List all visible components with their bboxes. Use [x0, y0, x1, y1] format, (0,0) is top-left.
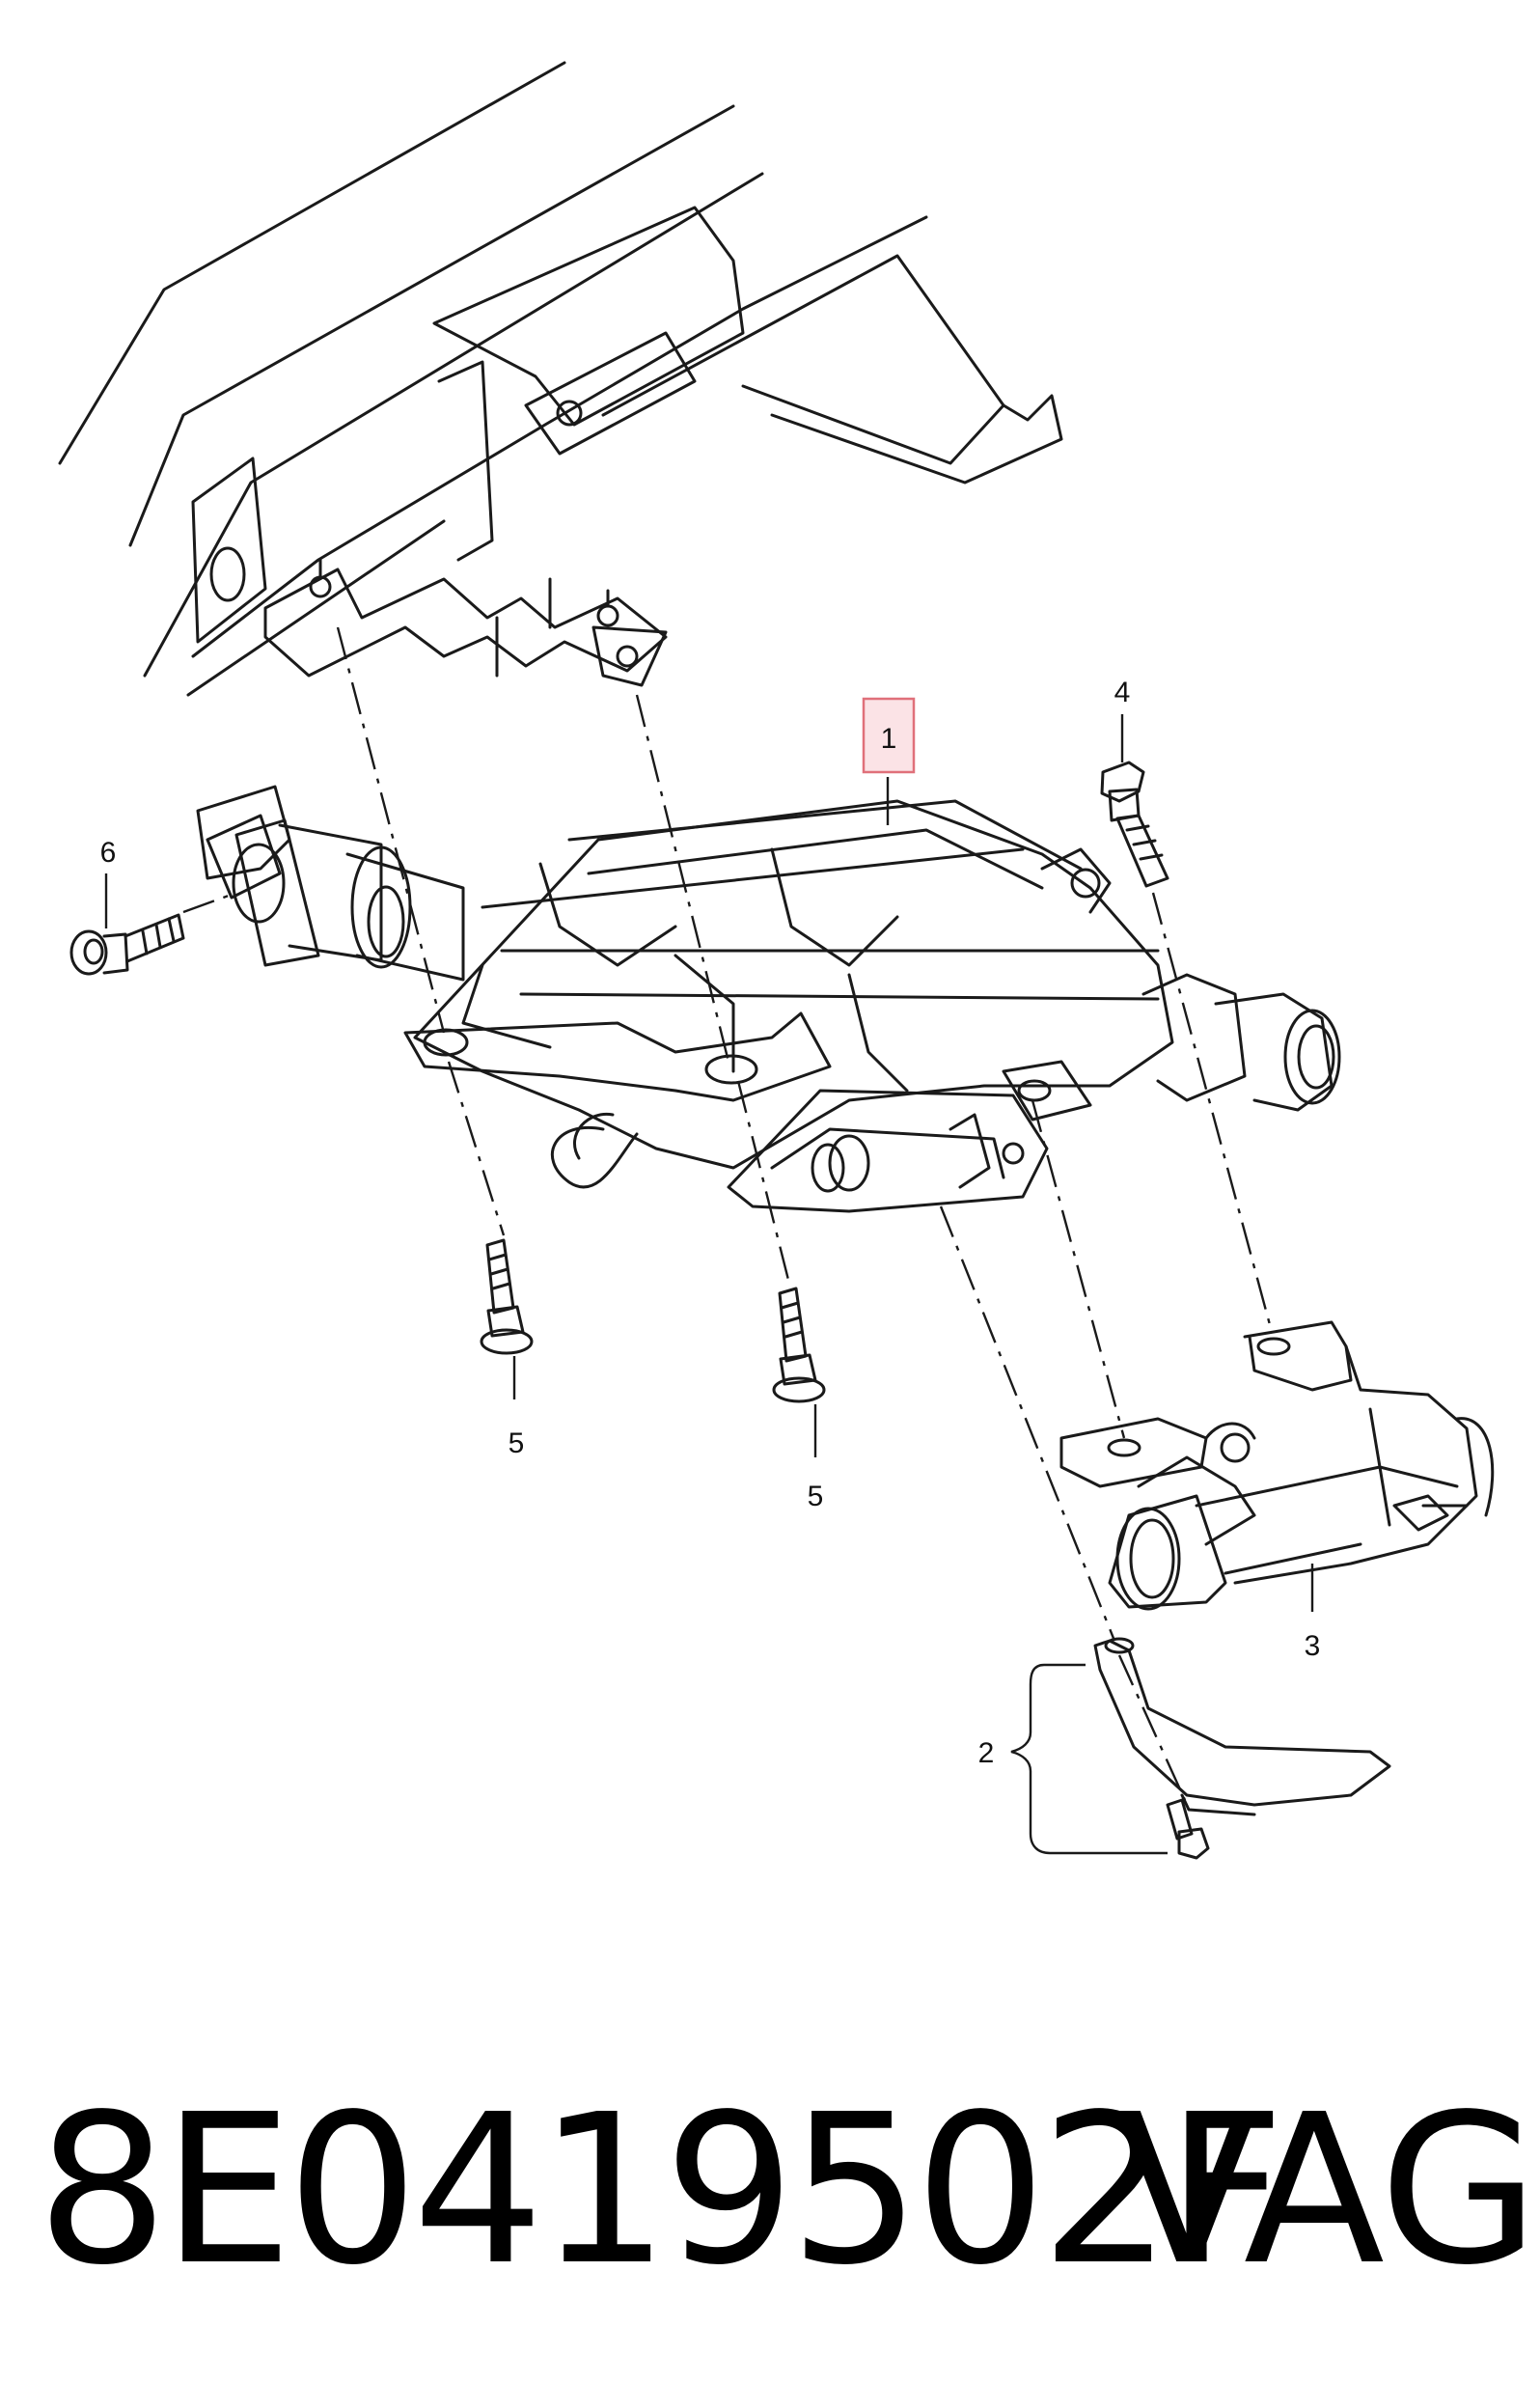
callout-5-left: 5 — [509, 1427, 525, 1459]
part-4-bolt — [1100, 761, 1169, 888]
callout-6: 6 — [100, 837, 117, 869]
part-footer: 8E0419502F VAG — [29, 2046, 1539, 2336]
part-number: 8E0419502F — [37, 2070, 1285, 2311]
assembly-guide-lines — [182, 626, 1274, 1801]
part-5-bolt-center — [772, 1287, 826, 1403]
callout-3: 3 — [1305, 1630, 1321, 1662]
callout-2: 2 — [978, 1737, 995, 1769]
callout-5-center: 5 — [808, 1481, 824, 1512]
callout-4: 4 — [1114, 677, 1131, 708]
part-6-screw — [69, 913, 185, 976]
dashboard-crossmember — [58, 61, 1063, 697]
part-2-bracket — [1093, 1637, 1391, 1860]
steering-column-assembly — [196, 785, 1341, 1213]
exploded-parts-diagram: 1 4 6 5 5 3 2 — [58, 61, 1495, 1860]
part-3-housing — [1059, 1320, 1495, 1611]
part-5-bolt-left — [480, 1238, 534, 1355]
callout-leaders — [104, 714, 1314, 1855]
callout-1-highlight-box — [862, 697, 916, 774]
callout-1: 1 — [881, 723, 897, 755]
brand-label: VAG — [1117, 2070, 1539, 2311]
